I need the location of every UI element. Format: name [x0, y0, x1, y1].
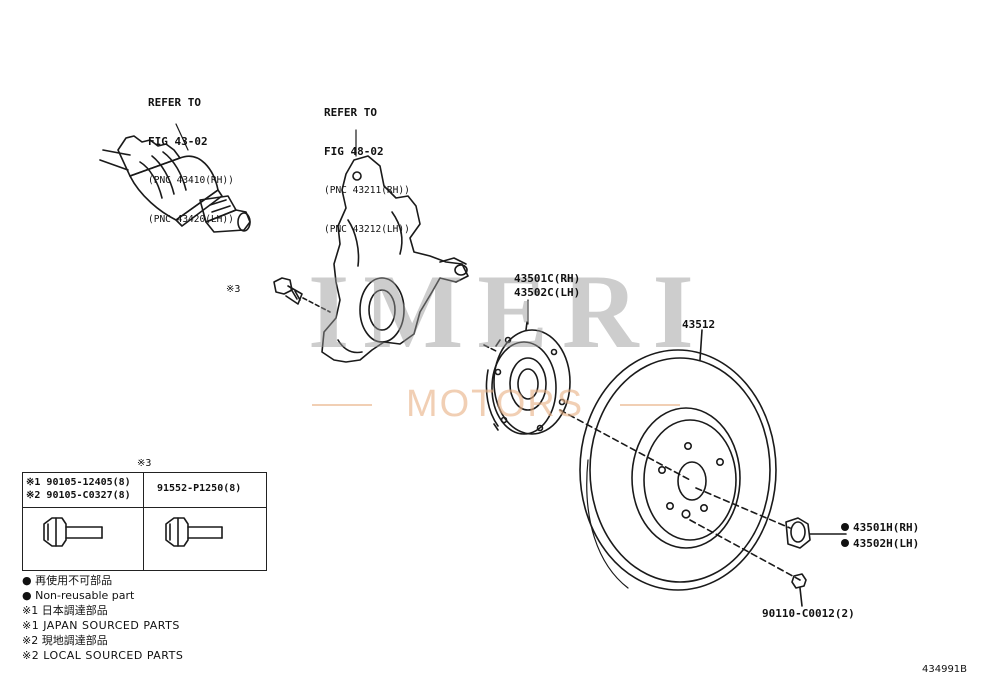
- table-divider-h: [23, 507, 266, 508]
- table-col1-line1: ※1 90105-12405(8): [26, 477, 131, 488]
- hub-nut-illustration: [785, 517, 847, 549]
- non-reusable-marker-nut-2: [841, 539, 849, 547]
- ref-cv-line1: REFER TO: [148, 96, 201, 109]
- ref-cv-line4: (PNC 43420(LH)): [148, 214, 234, 225]
- ref-knuckle: REFER TO FIG 48-02 (PNC 43211(RH)) (PNC …: [324, 80, 410, 249]
- table-bolt-2-illustration: [165, 517, 223, 547]
- watermark-sub: MOTORS: [405, 383, 585, 425]
- non-reusable-marker-nut: [841, 523, 849, 531]
- ref-knuckle-line4: (PNC 43212(LH)): [324, 224, 410, 235]
- nut-label-rh: 43501H(RH): [853, 521, 920, 534]
- table-header: ※3: [137, 458, 152, 469]
- ref-knuckle-line2: FIG 48-02: [324, 145, 384, 158]
- drive-shaft-illustration: [99, 135, 251, 233]
- ref-cv-line3: (PNC 43410(RH)): [148, 175, 234, 186]
- steering-knuckle-illustration: [321, 155, 469, 363]
- hub-label-rh: 43501C(RH): [514, 272, 581, 285]
- ref-knuckle-line1: REFER TO: [324, 106, 377, 119]
- nut-label-lh: 43502H(LH): [853, 537, 920, 550]
- watermark-line-right: [620, 404, 680, 406]
- legend-item: ※2 LOCAL SOURCED PARTS: [22, 649, 184, 662]
- table-col1-line2: ※2 90105-C0327(8): [26, 490, 131, 501]
- legend-item: ● Non-reusable part: [22, 589, 135, 602]
- table-divider-v: [143, 473, 144, 570]
- legend-item: ※1 日本調達部品: [22, 604, 108, 617]
- bolt-table: ※1 90105-12405(8) ※2 90105-C0327(8) 9155…: [22, 472, 267, 571]
- watermark-brand: IMERI: [308, 253, 708, 370]
- table-col2: 91552-P1250(8): [157, 483, 242, 494]
- small-nut-label: 90110-C0012(2): [762, 607, 855, 620]
- hub-label-lh: 43502C(LH): [514, 286, 581, 299]
- brake-rotor-illustration: [579, 329, 801, 591]
- figure-id: 434991B: [922, 664, 968, 675]
- ref-cv-line2: FIG 43-02: [148, 135, 208, 148]
- ref-cv-shaft: REFER TO FIG 43-02 (PNC 43410(RH)) (PNC …: [148, 70, 234, 239]
- legend-item: ● 再使用不可部品: [22, 574, 113, 587]
- bolt-ref-label: ※3: [226, 284, 241, 295]
- knuckle-bolt-illustration: [273, 277, 331, 313]
- ref-knuckle-line3: (PNC 43211(RH)): [324, 185, 410, 196]
- table-bolt-1-illustration: [43, 517, 103, 547]
- legend-item: ※2 現地調達部品: [22, 634, 108, 647]
- small-nut-illustration: [791, 573, 807, 607]
- hub-bearing-illustration: [483, 321, 691, 481]
- watermark-line-left: [312, 404, 372, 406]
- rotor-label: 43512: [682, 318, 716, 331]
- legend-item: ※1 JAPAN SOURCED PARTS: [22, 619, 180, 632]
